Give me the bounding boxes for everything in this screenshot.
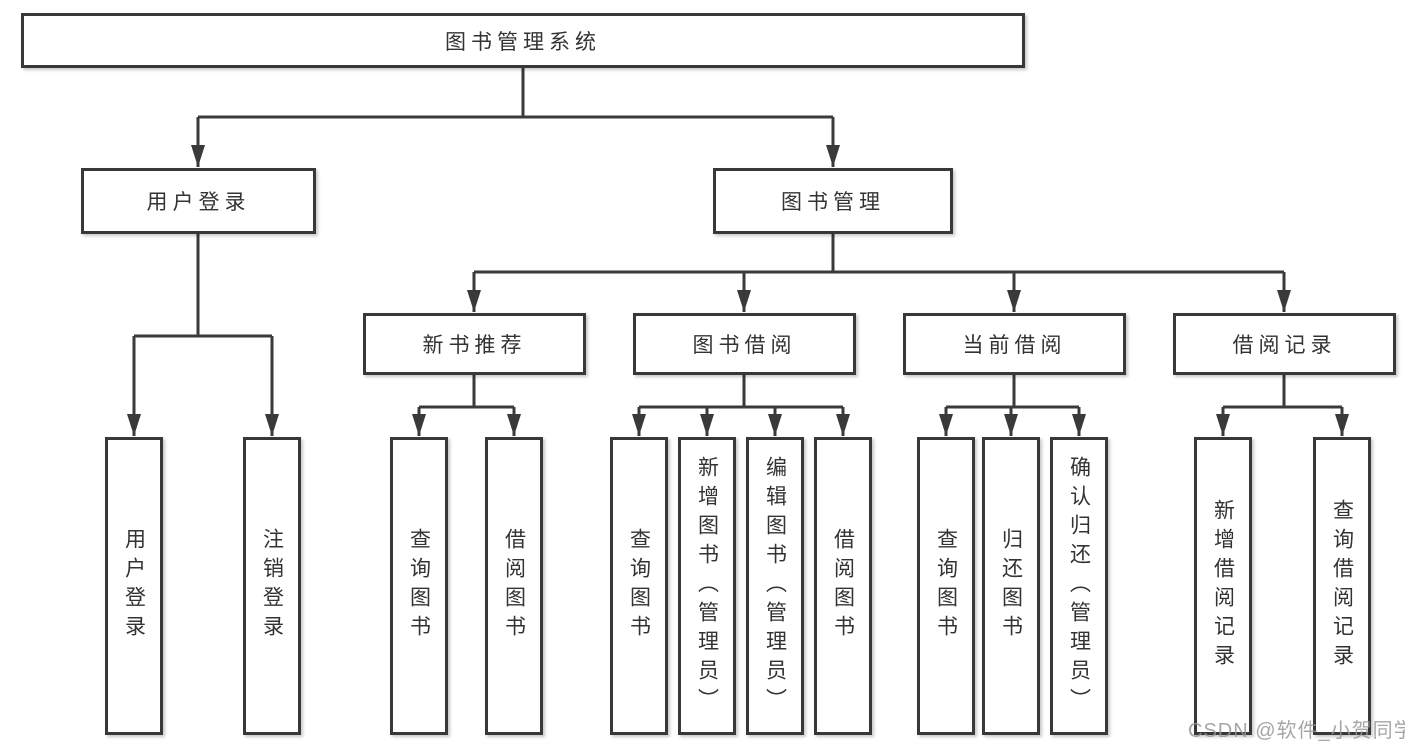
node-label: 归还图书 [999, 528, 1023, 644]
node-label: 新增图书（管理员） [695, 455, 719, 717]
node-borrowing-records: 借阅记录 [1173, 313, 1396, 375]
connector-user-login-trunk [134, 234, 272, 338]
connector-book-mgmt-trunk [474, 234, 1284, 274]
connector-root-trunk [198, 68, 833, 119]
node-label: 新书推荐 [422, 334, 527, 357]
node-label: 确认归还（管理员） [1067, 455, 1091, 717]
node-leaf-confirm-return-admin: 确认归还（管理员） [1050, 437, 1108, 735]
node-leaf-borrow-books: 借阅图书 [814, 437, 872, 735]
node-label: 借阅图书 [502, 528, 526, 644]
node-label: 图书管理 [781, 191, 885, 214]
node-leaf-query-books: 查询图书 [610, 437, 668, 735]
node-label: 图书管理系统 [445, 30, 601, 54]
connector-borrow-records-trunk [1223, 375, 1342, 409]
node-leaf-add-borrow-record: 新增借阅记录 [1194, 437, 1252, 735]
node-leaf-return-books: 归还图书 [982, 437, 1040, 735]
node-leaf-query-books: 查询图书 [917, 437, 975, 735]
node-leaf-edit-books-admin: 编辑图书（管理员） [746, 437, 804, 735]
node-new-book-recommend: 新书推荐 [363, 313, 586, 375]
node-label: 借阅记录 [1232, 334, 1337, 357]
node-book-borrowing: 图书借阅 [633, 313, 856, 375]
csdn-watermark: CSDN @软件_小贺同学 [1188, 720, 1405, 742]
node-leaf-query-borrow-record: 查询借阅记录 [1313, 437, 1371, 735]
node-leaf-add-books-admin: 新增图书（管理员） [678, 437, 736, 735]
connector-new-book-trunk [419, 375, 514, 409]
node-label: 借阅图书 [831, 528, 855, 644]
node-label: 编辑图书（管理员） [763, 455, 787, 717]
node-leaf-user-login: 用户登录 [105, 437, 163, 735]
connector-current-borrow-trunk [946, 375, 1079, 409]
node-label: 注销登录 [260, 528, 284, 644]
node-label: 查询借阅记录 [1330, 499, 1354, 673]
node-label: 查询图书 [934, 528, 958, 644]
node-label: 当前借阅 [962, 334, 1067, 357]
node-user-login: 用户登录 [81, 168, 316, 234]
node-leaf-query-books: 查询图书 [390, 437, 448, 735]
node-current-borrowing: 当前借阅 [903, 313, 1126, 375]
node-leaf-borrow-books: 借阅图书 [485, 437, 543, 735]
node-label: 图书借阅 [692, 334, 797, 357]
node-label: 用户登录 [146, 191, 251, 214]
node-label: 查询图书 [407, 528, 431, 644]
node-root-library-system: 图书管理系统 [21, 13, 1025, 68]
node-label: 新增借阅记录 [1211, 499, 1235, 673]
node-leaf-logout: 注销登录 [243, 437, 301, 735]
node-label: 用户登录 [122, 528, 146, 644]
node-label: 查询图书 [627, 528, 651, 644]
connector-book-borrow-trunk [639, 375, 843, 409]
node-book-management: 图书管理 [713, 168, 953, 234]
